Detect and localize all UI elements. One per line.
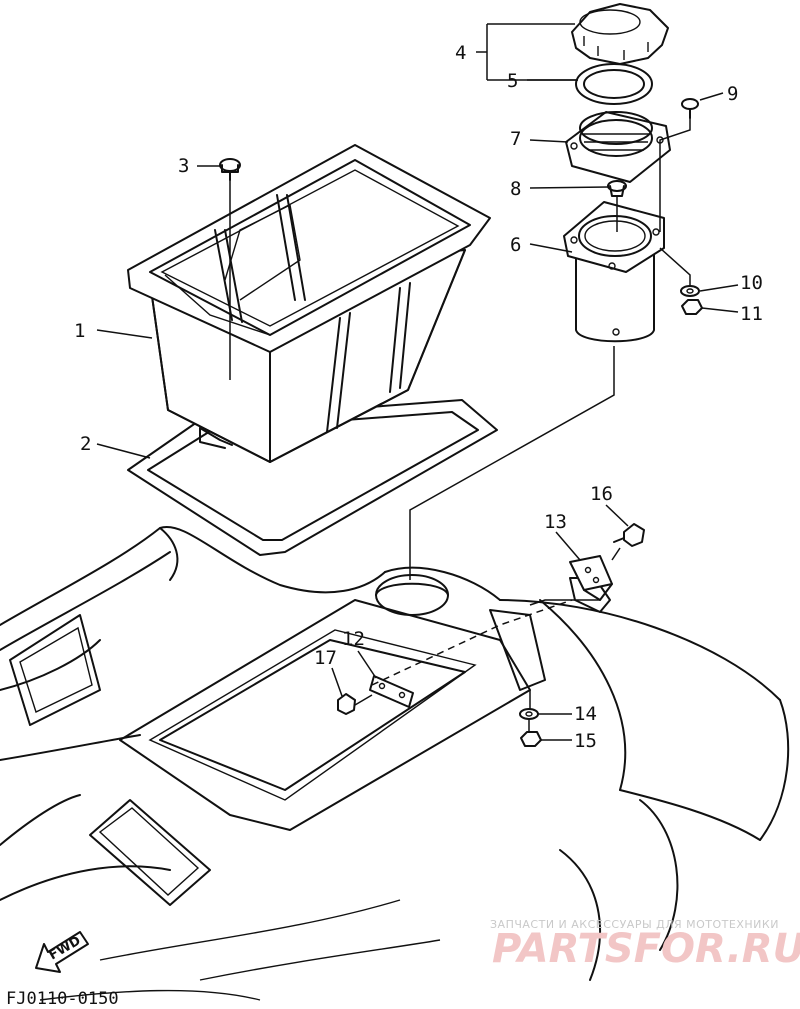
- screw-part-3: [219, 158, 241, 181]
- callout-14: 14: [574, 703, 597, 725]
- figure-code: FJ0110-0150: [6, 989, 119, 1009]
- nut-part-11: [681, 299, 703, 315]
- callout-8: 8: [510, 178, 521, 200]
- screw-part-8: [607, 180, 627, 197]
- callout-12: 12: [342, 628, 365, 650]
- nut-part-15: [520, 731, 542, 747]
- callout-1: 1: [74, 320, 85, 342]
- callout-7: 7: [510, 128, 521, 150]
- bolt-part-16: [613, 523, 645, 547]
- callout-17: 17: [314, 647, 337, 669]
- washer-part-10: [680, 285, 700, 297]
- callout-2: 2: [80, 433, 91, 455]
- callout-5: 5: [507, 70, 518, 92]
- callout-16: 16: [590, 483, 613, 505]
- leader-lines: [96, 23, 739, 741]
- o-ring: [575, 63, 653, 105]
- filler-cap: [571, 3, 669, 65]
- washer-part-14: [519, 708, 539, 720]
- callout-15: 15: [574, 730, 597, 752]
- screw-part-9: [681, 98, 699, 119]
- neck-flange: [565, 111, 671, 183]
- callout-9: 9: [727, 83, 738, 105]
- fwd-arrow-icon: FWD: [35, 931, 89, 973]
- callout-10: 10: [740, 272, 763, 294]
- bracket-part-12: [369, 675, 414, 708]
- callout-13: 13: [544, 511, 567, 533]
- callout-6: 6: [510, 234, 521, 256]
- callout-3: 3: [178, 155, 189, 177]
- callout-11: 11: [740, 303, 763, 325]
- assembly-lines: [229, 118, 691, 733]
- watermark-tagline: ЗАПЧАСТИ И АКСЕССУАРЫ ДЛЯ МОТОТЕХНИКИ: [490, 918, 779, 931]
- filler-tube: [563, 201, 665, 343]
- bolt-part-17: [337, 693, 356, 715]
- storage-box: [127, 144, 491, 463]
- watermark-brand: PARTSFOR.RU: [492, 926, 800, 972]
- callout-4: 4: [455, 42, 466, 64]
